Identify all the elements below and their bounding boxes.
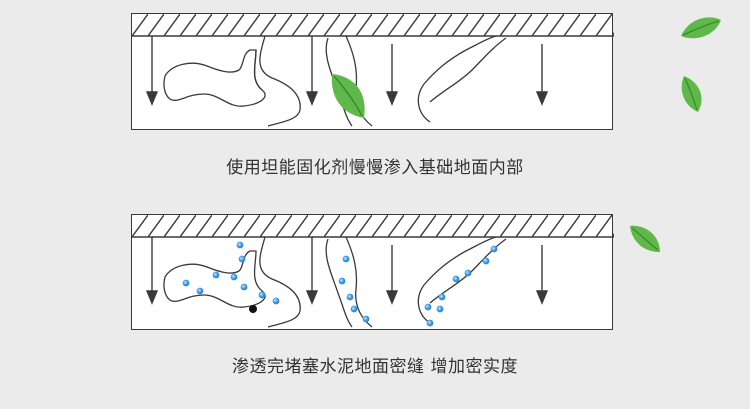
pore-channel (417, 284, 431, 324)
leaf-icon (331, 74, 365, 118)
penetration-arrows (145, 237, 549, 305)
leaf-icon (681, 76, 702, 112)
down-arrow-icon (305, 36, 319, 106)
pore-channel (417, 83, 431, 123)
debris-particle (249, 305, 257, 313)
hardener-particle (182, 279, 190, 287)
hardener-particles (182, 241, 498, 327)
hardener-particle (424, 303, 432, 311)
hardener-particle (240, 283, 248, 291)
hardener-particle (272, 297, 280, 305)
down-arrow-icon (385, 44, 399, 106)
diagram-panel-sealed (131, 214, 614, 330)
pore-channel (423, 35, 497, 85)
hardener-particle (346, 293, 354, 301)
down-arrow-icon (385, 245, 399, 305)
hardener-particle (452, 275, 460, 283)
penetration-arrows (145, 36, 549, 106)
sealed-diagram (132, 215, 614, 328)
down-arrow-icon (535, 44, 549, 106)
pore-channel (163, 49, 266, 107)
hardener-particle (464, 269, 472, 277)
down-arrow-icon (145, 36, 159, 106)
hardener-particle (438, 293, 446, 301)
pore-channel (259, 35, 301, 127)
hardener-particle (436, 305, 444, 313)
hardener-particle (490, 245, 498, 253)
hatched-surface-layer (132, 14, 614, 36)
pore-channel (345, 236, 373, 328)
pore-channel (163, 250, 266, 308)
diagram-panel-penetration (131, 13, 614, 130)
hardener-particle (338, 277, 346, 285)
hardener-particle (196, 287, 204, 295)
hardener-particle (350, 305, 358, 313)
hardener-particle (238, 255, 246, 263)
pore-channel (253, 49, 263, 91)
hardener-particle (258, 291, 266, 299)
hatched-surface-layer (132, 215, 614, 237)
caption-sealed: 渗透完堵塞水泥地面密缝 增加密实度 (232, 357, 518, 377)
pore-channel (429, 37, 507, 103)
hardener-particle (236, 241, 244, 249)
hardener-particle (426, 319, 434, 327)
down-arrow-icon (305, 237, 319, 305)
pore-channel (259, 236, 301, 328)
hardener-particle (212, 271, 220, 279)
pore-channels (163, 236, 507, 328)
down-arrow-icon (535, 245, 549, 305)
down-arrow-icon (145, 237, 159, 305)
pore-channel (325, 238, 353, 328)
hardener-particle (230, 273, 238, 281)
hardener-particle (482, 257, 490, 265)
penetration-diagram (132, 14, 614, 127)
leaf-icon (681, 17, 721, 39)
hardener-particle (342, 255, 350, 263)
hardener-particle (362, 315, 370, 323)
caption-penetration: 使用坦能固化剂慢慢渗入基础地面内部 (226, 158, 524, 178)
pore-channel (423, 236, 497, 286)
leaf-icon (630, 225, 660, 252)
